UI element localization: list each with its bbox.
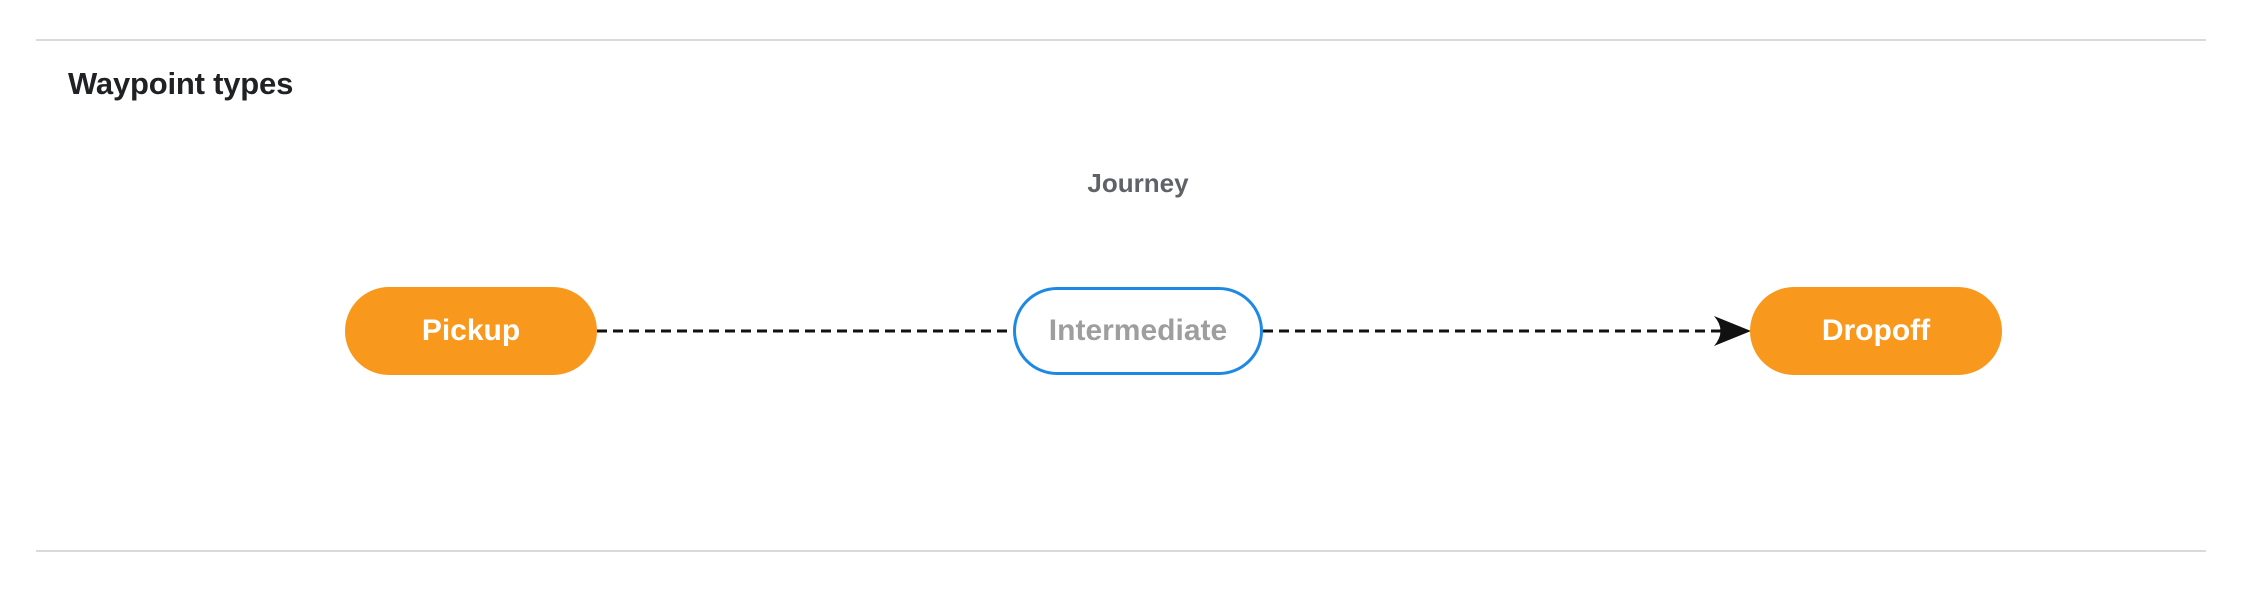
top-divider	[36, 39, 2206, 41]
node-pickup: Pickup	[345, 287, 597, 375]
diagram-title: Journey	[1087, 168, 1189, 198]
node-dropoff: Dropoff	[1750, 287, 2002, 375]
bottom-divider	[36, 550, 2206, 552]
arrow-right-icon	[1714, 316, 1751, 346]
node-intermediate: Intermediate	[1013, 287, 1263, 375]
section-heading: Waypoint types	[68, 66, 294, 101]
node-dropoff-label: Dropoff	[1821, 314, 1931, 347]
node-pickup-label: Pickup	[421, 314, 521, 347]
node-intermediate-label: Intermediate	[1048, 314, 1228, 347]
